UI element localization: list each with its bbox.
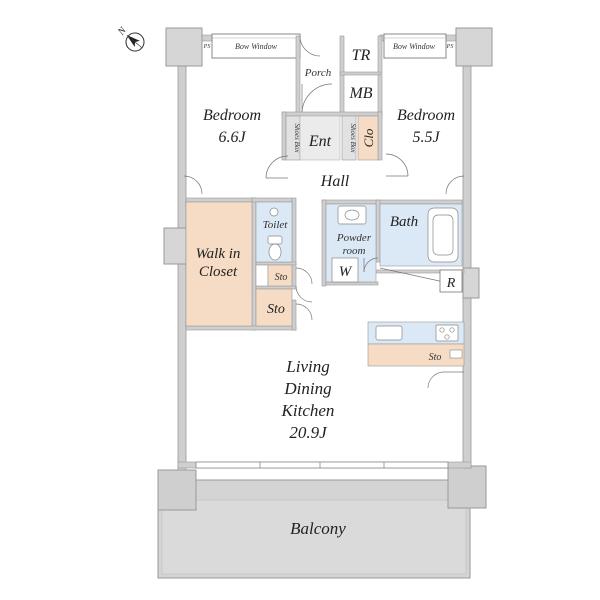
balcony-inner xyxy=(161,499,467,575)
tr-label: TR xyxy=(352,47,371,64)
storage-large-label: Sto xyxy=(267,302,285,317)
mb-label: MB xyxy=(348,85,372,102)
compass: N xyxy=(115,24,145,52)
interior-walls xyxy=(185,35,465,331)
ldk: Living Dining Kitchen 20.9J xyxy=(281,357,335,442)
bath-doors xyxy=(363,257,445,283)
bow-window-left: Bow Window xyxy=(211,33,301,59)
balcony-area xyxy=(157,465,487,579)
ldk-label-1: Living xyxy=(285,357,329,376)
toilet-icon xyxy=(267,207,283,261)
bath-room: Bath xyxy=(379,203,463,267)
pillar-mid-right xyxy=(462,267,480,299)
washer-label: W xyxy=(339,264,353,280)
tr-door xyxy=(299,35,321,57)
shoe-box-right-label: Shoes Box xyxy=(349,124,357,154)
sink-icon xyxy=(337,205,367,225)
powder-room-label-1: Powder xyxy=(336,232,372,244)
sto-doors xyxy=(295,267,313,321)
storage-kitchen-label: Sto xyxy=(429,352,442,363)
walk-in-closet-label-2: Closet xyxy=(199,264,238,280)
refrigerator-label: R xyxy=(446,276,456,291)
ldk-label-3: Kitchen xyxy=(281,401,335,420)
bedroom-right-size: 5.5J xyxy=(412,129,440,146)
storage-small: Sto xyxy=(255,264,293,287)
ps-right-label: PS xyxy=(446,44,454,50)
closet-label: Clo xyxy=(361,128,376,147)
walk-in-closet: Walk in Closet xyxy=(185,201,253,327)
walk-in-closet-label-1: Walk in xyxy=(196,246,241,262)
stove-icon xyxy=(435,324,459,342)
hall-doors xyxy=(183,153,465,195)
powder-room-label-2: room xyxy=(343,245,366,257)
bedroom-left-size: 6.6J xyxy=(218,129,246,146)
ldk-label-2: Dining xyxy=(283,379,331,398)
kitchen-sink-icon xyxy=(375,325,403,341)
ldk-size: 20.9J xyxy=(289,423,328,442)
toilet-label: Toilet xyxy=(263,219,289,231)
balcony-pillar-left xyxy=(157,469,197,511)
storage-small-label: Sto xyxy=(275,272,288,283)
ps-left-label: PS xyxy=(203,44,211,50)
porch-door xyxy=(301,83,333,113)
powder-room: Powder room W xyxy=(325,203,377,283)
entrance: Shoes Box Ent Shoes Box Clo xyxy=(285,115,379,161)
pillar-top-right xyxy=(455,27,493,67)
shoe-box-right xyxy=(341,115,357,161)
bath-label: Bath xyxy=(390,214,418,230)
balcony-windows xyxy=(195,461,449,469)
shoe-box-left-label: Shoes Box xyxy=(293,124,301,154)
washer-space xyxy=(331,257,359,283)
porch-label: Porch xyxy=(304,67,332,79)
bow-window-left-label: Bow Window xyxy=(235,42,278,51)
closet xyxy=(357,115,379,161)
wall-left xyxy=(177,61,187,471)
entrance-floor xyxy=(299,115,341,161)
balcony-label: Balcony xyxy=(290,519,346,538)
entrance-label: Ent xyxy=(308,133,332,150)
storage-large: Sto xyxy=(255,288,293,327)
hall-label: Hall xyxy=(320,173,350,190)
pillar-mid-left xyxy=(163,227,187,265)
pillar-top-left xyxy=(165,27,203,67)
kitchen-door xyxy=(427,371,464,389)
bedroom-left-name: Bedroom xyxy=(203,107,261,124)
kitchen-counter: Sto xyxy=(367,321,465,367)
bow-window-right: Bow Window xyxy=(383,33,447,59)
bedroom-right: Bedroom 5.5J xyxy=(397,107,455,146)
bow-window-right-label: Bow Window xyxy=(393,42,436,51)
bedroom-right-name: Bedroom xyxy=(397,107,455,124)
balcony-pillar-right xyxy=(447,465,487,509)
bedroom-left: Bedroom 6.6J xyxy=(203,107,261,146)
toilet-room: Toilet xyxy=(255,201,293,263)
refrigerator: R xyxy=(439,269,463,293)
bathtub-icon xyxy=(427,207,459,263)
wall-right xyxy=(462,61,472,469)
